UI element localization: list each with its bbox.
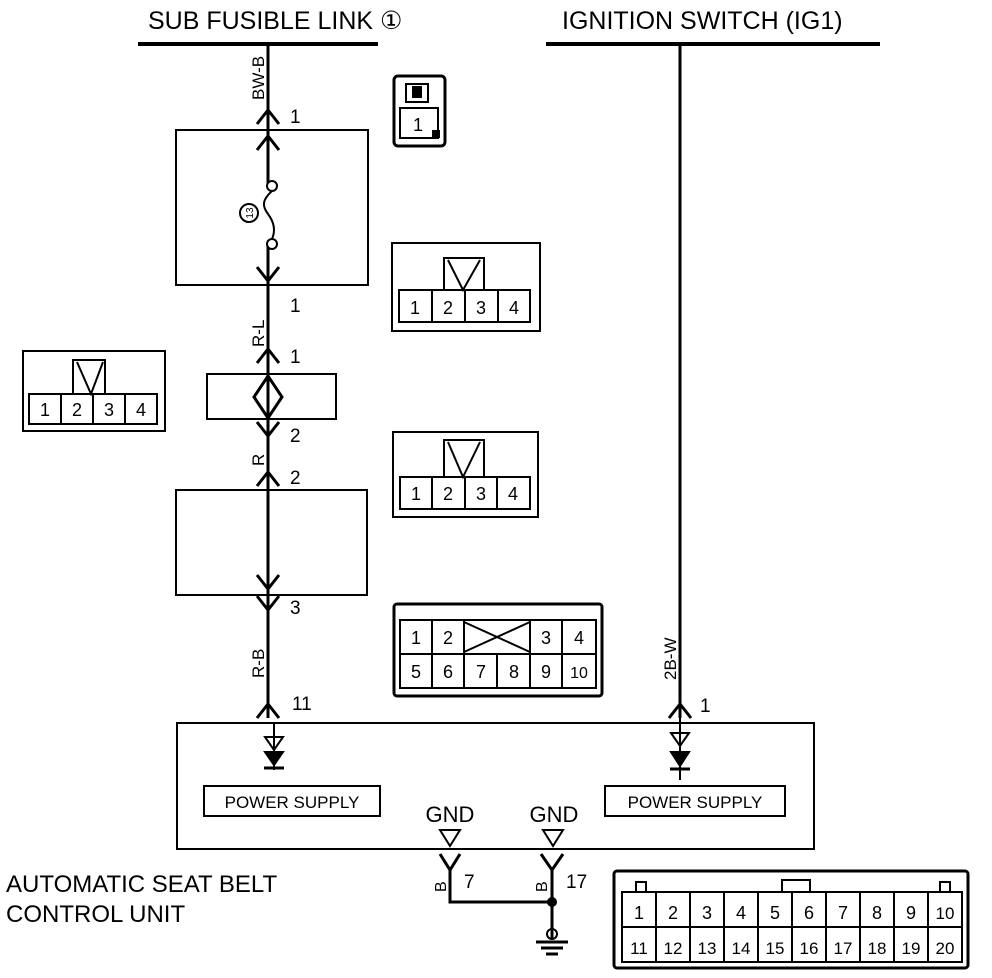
control-unit-box <box>176 722 815 850</box>
connector-10-pin-7: 7 <box>476 662 486 682</box>
connector-a-pin-3: 3 <box>476 298 486 318</box>
connector-face-single <box>392 74 447 148</box>
gnd-triangle-left <box>438 829 462 848</box>
ground-wire <box>448 870 552 904</box>
gnd-terminal-chevron-17 <box>539 853 565 873</box>
gnd-terminal-chevron-7 <box>438 853 462 873</box>
gnd-triangle-right <box>541 829 565 848</box>
pin-7-gnd: 7 <box>464 872 475 893</box>
connector-20-pin-3: 3 <box>702 903 712 923</box>
connector-20-pin-2: 2 <box>668 903 678 923</box>
fuse-number: 13 <box>245 207 256 219</box>
connector-face-20pin <box>612 869 970 970</box>
fuse-symbol <box>262 180 278 250</box>
pin-1-relay-in: 1 <box>290 347 301 368</box>
connector-20-pin-19: 19 <box>902 939 921 958</box>
connector-10-pin-3: 3 <box>541 628 551 648</box>
connector-face-4pin-b <box>22 350 166 432</box>
pin-2-box-in: 2 <box>290 468 301 489</box>
connector-20-pin-20: 20 <box>936 939 955 958</box>
connector-c-pin-1: 1 <box>411 484 421 504</box>
connector-20-pin-4: 4 <box>736 903 746 923</box>
connector-20-pin-12: 12 <box>664 939 683 958</box>
pin-1-ignition: 1 <box>700 696 711 717</box>
fuse-number-circle <box>239 203 259 223</box>
connector-10-pin-9: 9 <box>541 662 551 682</box>
terminal-chevrons <box>255 107 281 719</box>
connector-20-pin-1: 1 <box>634 903 644 923</box>
connector-10-pin-2: 2 <box>443 628 453 648</box>
connector-20-pin-13: 13 <box>698 939 717 958</box>
connector-b-pin-1: 1 <box>40 400 50 420</box>
diode-right <box>669 718 691 780</box>
ignition-switch-label: IGNITION SWITCH (IG1) <box>562 7 843 35</box>
control-unit-name-line1: AUTOMATIC SEAT BELT <box>6 871 278 898</box>
wire-color-r: R <box>249 454 268 466</box>
connector-10-pin-5: 5 <box>411 662 421 682</box>
wire-color-bw-b: BW-B <box>249 56 268 100</box>
connector-20-pin-7: 7 <box>838 903 848 923</box>
connector-face-4pin-a <box>391 242 541 332</box>
connector-b-pin-2: 2 <box>72 400 82 420</box>
pin-2-relay-out: 2 <box>290 426 301 447</box>
wire-color-r-b: R-B <box>249 649 268 678</box>
connector-10-pin-10: 10 <box>570 665 588 682</box>
connector-a-pin-2: 2 <box>443 298 453 318</box>
wire-color-b-17: B <box>534 881 551 892</box>
connector-c-pin-4: 4 <box>508 484 518 504</box>
fuse-block-box <box>175 129 369 286</box>
wire-color-r-l: R-L <box>249 320 268 347</box>
connector-10-pin-8: 8 <box>509 662 519 682</box>
connector-20-pin-9: 9 <box>906 903 916 923</box>
pin-17-gnd: 17 <box>566 872 587 893</box>
connector-20-pin-14: 14 <box>732 939 751 958</box>
connector-b-pin-4: 4 <box>136 400 146 420</box>
wire-color-b-7: B <box>433 881 450 892</box>
sub-fusible-link-label: SUB FUSIBLE LINK ① <box>148 7 402 35</box>
connector-20-pin-5: 5 <box>770 903 780 923</box>
ground-splice <box>547 897 557 907</box>
gnd-label-left: GND <box>426 802 475 827</box>
chassis-ground-icon <box>536 928 568 956</box>
power-supply-right-box <box>604 785 786 817</box>
connector-20-pin-15: 15 <box>766 939 785 958</box>
power-supply-right-label: POWER SUPPLY <box>628 793 763 812</box>
connector-10-pin-1: 1 <box>411 628 421 648</box>
connector-face-10pin <box>392 602 604 698</box>
power-supply-left-box <box>203 785 381 817</box>
junction-block-box <box>175 489 368 596</box>
connector-20-pin-17: 17 <box>834 939 853 958</box>
connector-10-pin-6: 6 <box>443 662 453 682</box>
joint-connector-box <box>206 373 337 420</box>
connector-c-pin-2: 2 <box>443 484 453 504</box>
pin-1-top: 1 <box>290 107 301 128</box>
connector-single-pin: 1 <box>413 115 423 135</box>
connector-20-pin-16: 16 <box>800 939 819 958</box>
pin-11-unit: 11 <box>292 694 312 715</box>
connector-a-pin-1: 1 <box>410 298 420 318</box>
connector-20-pin-8: 8 <box>872 903 882 923</box>
pin-3-box-out: 3 <box>290 598 301 619</box>
connector-c-pin-3: 3 <box>476 484 486 504</box>
wire-color-2b-w: 2B-W <box>661 638 680 681</box>
control-unit-name-line2: CONTROL UNIT <box>6 901 185 928</box>
connector-20-pin-10: 10 <box>936 904 955 923</box>
diode-left <box>263 723 285 770</box>
power-supply-left-label: POWER SUPPLY <box>225 793 360 812</box>
connector-face-4pin-c <box>392 431 539 518</box>
connector-20-pin-6: 6 <box>804 903 814 923</box>
gnd-label-right: GND <box>530 802 579 827</box>
connector-a-pin-4: 4 <box>509 298 519 318</box>
connector-b-pin-3: 3 <box>104 400 114 420</box>
pin-1-fuse-out: 1 <box>290 296 301 317</box>
joint-diamond <box>252 373 284 421</box>
connector-10-pin-4: 4 <box>574 628 584 648</box>
connector-20-pin-18: 18 <box>868 939 887 958</box>
ignition-terminal-chevron <box>667 701 693 719</box>
connector-20-pin-11: 11 <box>630 939 648 958</box>
